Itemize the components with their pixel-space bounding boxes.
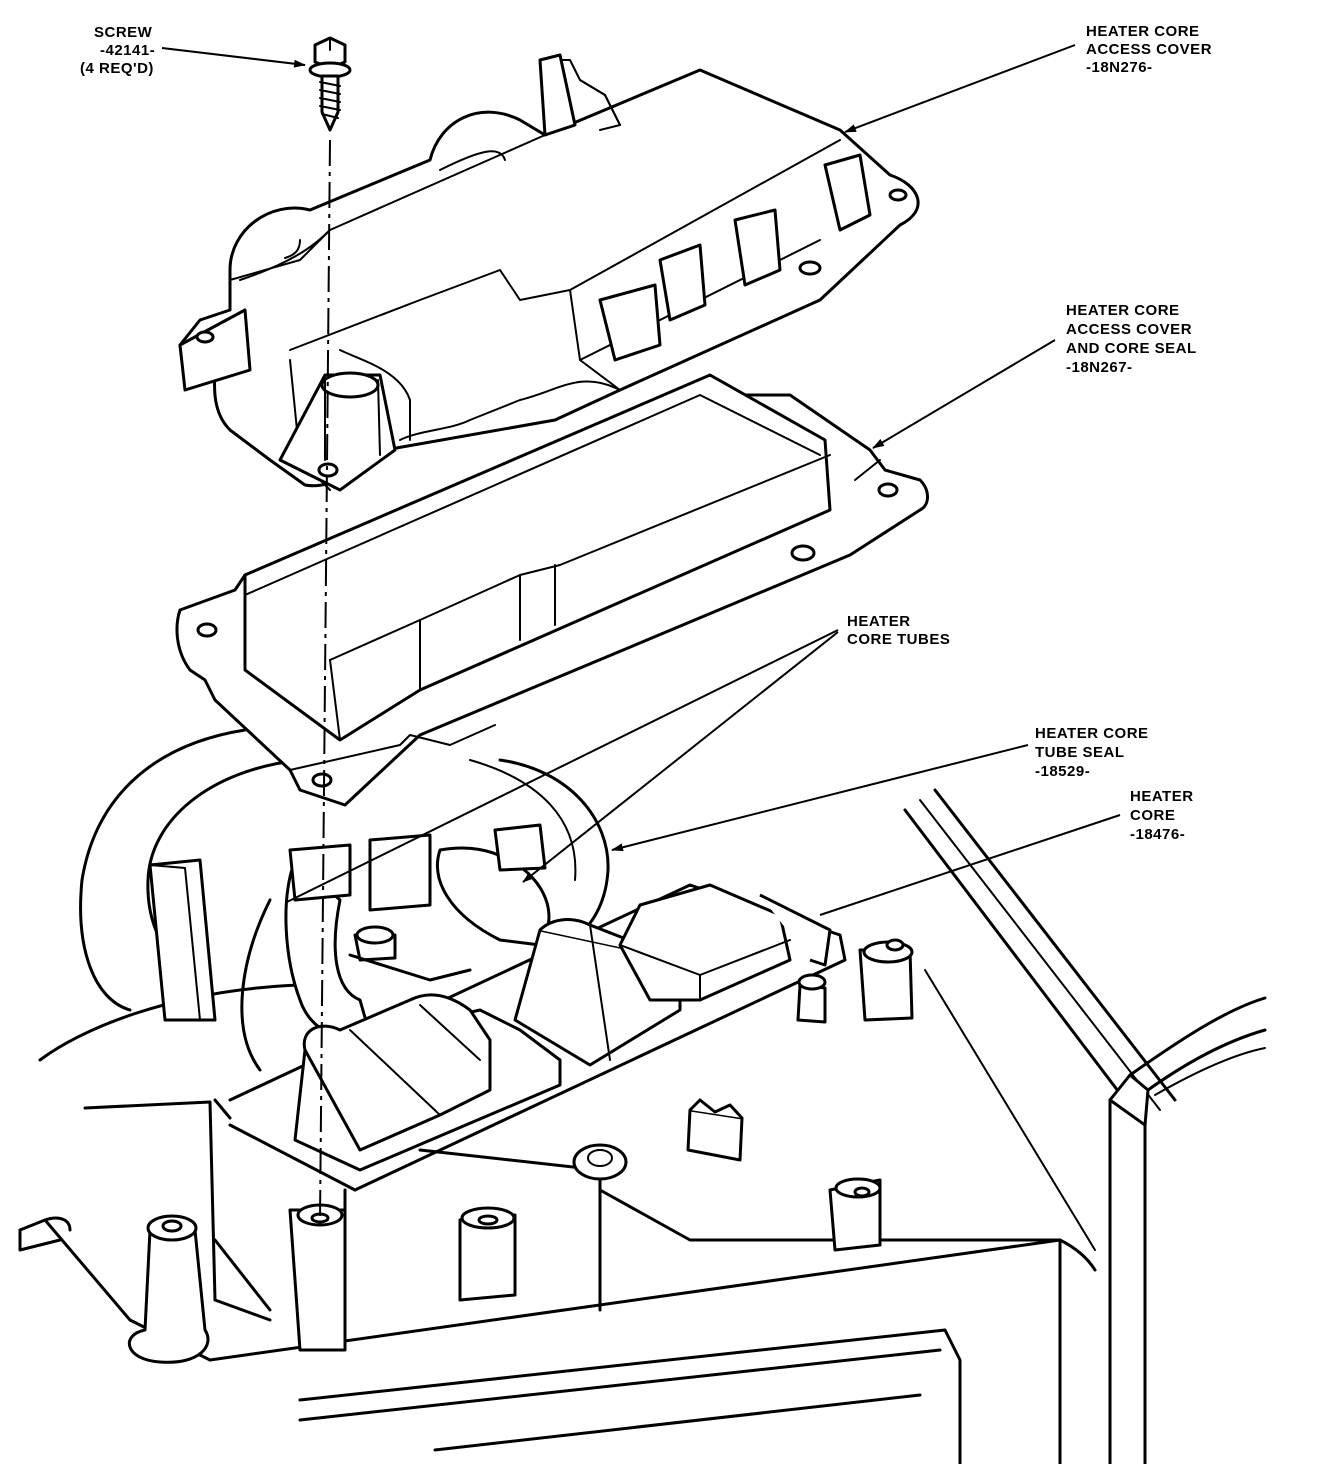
assembly-centerline <box>319 139 331 1221</box>
label-screw-line-1: SCREW <box>94 24 153 41</box>
label-core-tubes-line-1: HEATER <box>847 613 911 630</box>
label-cover-seal-line-1: HEATER CORE <box>1066 302 1180 319</box>
label-heater-core-line-2: CORE <box>1130 807 1175 824</box>
label-tube-seal-line-2: TUBE SEAL <box>1035 744 1125 761</box>
label-cover-seal-line-4: -18N267- <box>1066 359 1133 376</box>
label-tube-seal-line-1: HEATER CORE <box>1035 725 1149 742</box>
label-access-cover-line-1: HEATER CORE <box>1086 23 1200 40</box>
label-screw-line-2: -42141- <box>100 42 155 59</box>
label-heater-core: HEATER CORE -18476- <box>1130 788 1194 843</box>
heater-core <box>240 823 832 1172</box>
heater-core-access-cover <box>178 53 920 492</box>
label-screw-line-3: (4 REQ'D) <box>80 60 154 77</box>
label-heater-core-line-1: HEATER <box>1130 788 1194 805</box>
label-tube-seal: HEATER CORE TUBE SEAL -18529- <box>1035 725 1149 780</box>
label-access-cover-line-2: ACCESS COVER <box>1086 41 1212 58</box>
leader-lines <box>161 44 1121 916</box>
label-heater-core-line-3: -18476- <box>1130 826 1185 843</box>
label-core-tubes: HEATER CORE TUBES <box>847 613 950 648</box>
label-screw: SCREW -42141- (4 REQ'D) <box>80 24 155 77</box>
label-tube-seal-line-3: -18529- <box>1035 763 1090 780</box>
heater-core-access-cover-seal <box>175 373 929 807</box>
label-cover-seal: HEATER CORE ACCESS COVER AND CORE SEAL -… <box>1066 302 1197 376</box>
label-access-cover-line-3: -18N276- <box>1086 59 1153 76</box>
screw <box>308 36 352 132</box>
label-cover-seal-line-3: AND CORE SEAL <box>1066 340 1197 357</box>
label-access-cover: HEATER CORE ACCESS COVER -18N276- <box>1086 23 1212 76</box>
label-cover-seal-line-2: ACCESS COVER <box>1066 321 1192 338</box>
label-core-tubes-line-2: CORE TUBES <box>847 631 950 648</box>
heater-case <box>18 728 1267 1464</box>
